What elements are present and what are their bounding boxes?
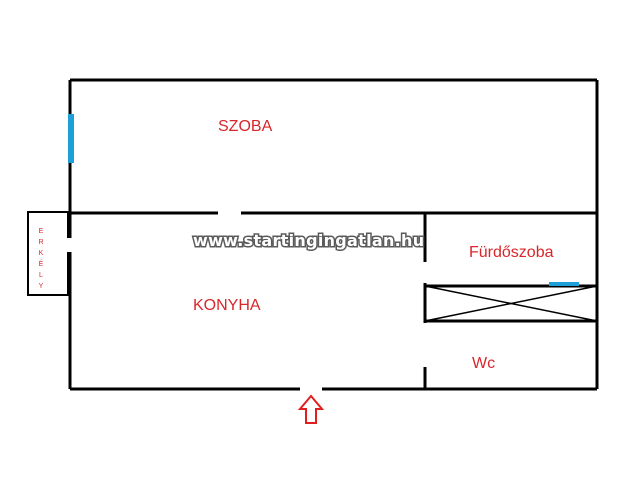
cross-hatch-icon [424,285,598,322]
balcony-letter: E [39,228,44,235]
up-arrow-icon [297,394,325,424]
room-label-wc: Wc [472,355,495,372]
balcony-letter: Y [39,283,44,290]
balcony-letter: É [39,259,44,268]
windows [68,114,579,286]
room-label-konyha: KONYHA [193,297,261,314]
interior-walls [70,211,597,389]
room-label-furdoszoba: Fürdőszoba [469,244,554,261]
balcony-letter: R [38,239,43,246]
balcony-letter: K [39,250,44,257]
szoba-window [68,114,74,163]
room-label-szoba: SZOBA [218,118,273,135]
bathroom-window [549,282,579,286]
watermark: www.startingingatlan.hu [193,231,424,250]
balcony-letter: L [39,272,43,279]
